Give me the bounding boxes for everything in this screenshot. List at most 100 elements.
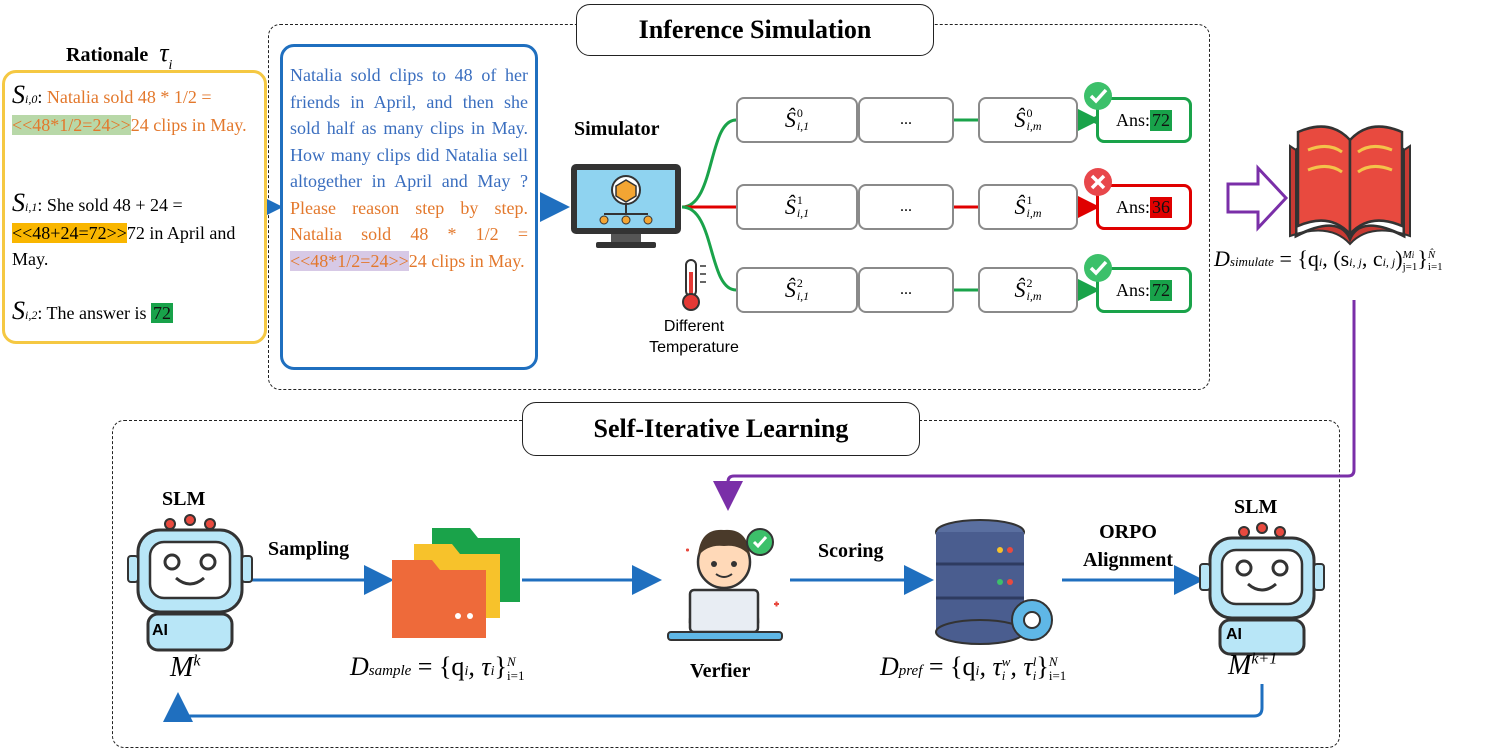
rows-1-first-sub: i,1 (796, 206, 810, 220)
step-2-subscript: i,2 (25, 308, 38, 322)
rationale-header-text: Rationale (66, 44, 149, 66)
rationale-step-1: Si,1: She sold 48 + 24 = <<48+24=72>>72 … (12, 190, 260, 272)
d-pref-sub: pref (898, 663, 923, 679)
d-sample-lower: i=1 (507, 668, 525, 684)
d-pref-formula-b: , τ (979, 652, 1002, 681)
slm-left-model: Mk (170, 652, 200, 684)
sampling-label: Sampling (268, 538, 350, 560)
d-pref-tw-sup: w (1001, 654, 1011, 670)
slm-right-label: SLM (1234, 496, 1277, 519)
rows-2-ans-value: 72 (1150, 279, 1172, 301)
rows-2-last-sub: i,m (1026, 289, 1042, 303)
d-simulate-outer-lower: i=1 (1427, 260, 1443, 273)
slm-right-ai-badge: AI (1226, 626, 1256, 644)
step-0-subscript: i,0 (25, 92, 38, 106)
d-sample-formula-b: , τ (468, 652, 491, 681)
d-pref-tl-sub: i (1032, 668, 1037, 684)
row0-answer: Ans:72 (1096, 97, 1192, 143)
slm-right-ai-badge: AI (1226, 626, 1242, 643)
orpo-label: ORPO Alignment (1070, 518, 1186, 574)
d-sample-name: D (350, 652, 369, 681)
cross-icon (1084, 168, 1112, 196)
rationale-step-0: Si,0: Natalia sold 48 * 1/2 = <<48*1/2=2… (12, 80, 247, 135)
slm-left-model: M (170, 652, 194, 683)
rows-1-last-sup: 1 (1026, 193, 1033, 207)
slm-left-ai-badge: AI (152, 622, 168, 639)
d-sample-sub: sample (368, 663, 412, 679)
arrow-iterate-back (163, 684, 1264, 722)
rationale-step-2: Si,2: The answer is 72 (12, 298, 260, 328)
check-icon (1084, 82, 1112, 110)
branch-bottom (681, 205, 737, 292)
d-simulate-formula-sub: i (1318, 255, 1323, 269)
branch-top (681, 118, 737, 209)
d-pref-tl-sup: l (1032, 654, 1037, 670)
rows-2-middle: ... (900, 281, 912, 298)
question-prompt-a: Please reason step by step. Natalia sold… (290, 197, 528, 245)
rows-0-last-sub: i,m (1026, 119, 1042, 133)
step-1-symbol: S (12, 188, 25, 217)
temperature-label-1: Different (663, 318, 725, 335)
row2-middle: ... (858, 267, 954, 313)
d-simulate-close: } (1417, 246, 1428, 271)
d-pref-formula: = {q (928, 652, 976, 681)
d-pref-close: } (1036, 652, 1049, 681)
d-sample-formula: = {q (417, 652, 465, 681)
rows-1-ans-label: Ans: (1115, 196, 1150, 217)
rows-2-last-sup: 2 (1026, 276, 1033, 290)
step-2-answer: 72 (151, 303, 173, 323)
tau-symbol: τ (159, 38, 169, 67)
step-2-text-a: : The answer is (37, 303, 151, 323)
rows-2-first-sup: 2 (796, 276, 803, 290)
slm-left-model-sup: k (193, 652, 201, 670)
tau-subscript: i (168, 58, 173, 73)
step-1-text-b: 72 in April and May. (12, 223, 236, 269)
rows-1-first-sup: 1 (796, 193, 803, 207)
question-box (280, 44, 538, 370)
temperature-label: Different Temperature (634, 316, 754, 358)
d-pref-q-sub: i (975, 664, 980, 679)
verifier-label: Verfier (690, 660, 751, 682)
d-pref-upper: N (1048, 654, 1058, 670)
d-simulate-upper-sub: i (1411, 249, 1415, 260)
slm-left-label: SLM (162, 488, 206, 510)
step-1-text-a: : She sold 48 + 24 = (37, 195, 183, 215)
rows-0-ans-label: Ans: (1115, 109, 1150, 130)
rows-2-first-sub: i,1 (796, 289, 810, 303)
question-text: Natalia sold clips to 48 of her friends … (290, 62, 528, 274)
rows-0-last-sup: 0 (1026, 106, 1033, 120)
rows-1-ans-value: 36 (1150, 196, 1172, 218)
d-sample-t-sub: i (490, 664, 495, 679)
sampling-label: Sampling (268, 538, 349, 561)
slm-right-model: Mk+1 (1228, 650, 1277, 682)
d-pref-name: D (880, 652, 899, 681)
rows-1-last-sub: i,m (1026, 206, 1042, 220)
purple-feedback-arrow (713, 300, 1356, 511)
d-simulate-lower: j=1 (1402, 260, 1418, 273)
row0-middle: ... (858, 97, 954, 143)
question-prompt-highlight: <<48*1/2=24>> (290, 250, 409, 271)
question-body: Natalia sold clips to 48 of her friends … (290, 65, 528, 191)
d-simulate-sub: simulate (1229, 254, 1274, 269)
d-pref-formula-c: , τ (1010, 652, 1033, 681)
rows-2-ans-label: Ans: (1115, 279, 1150, 300)
d-sample-upper: N (507, 654, 516, 670)
slm-right-label: SLM (1234, 496, 1278, 518)
d-simulate-c-sub: i, j (1382, 255, 1396, 269)
row1-middle: ... (858, 184, 954, 230)
temperature-label-2: Temperature (649, 339, 739, 356)
rows-0-first-sub: i,1 (796, 119, 810, 133)
d-pref-tw-sub: i (1001, 668, 1006, 684)
slm-right-model: M (1228, 650, 1252, 681)
